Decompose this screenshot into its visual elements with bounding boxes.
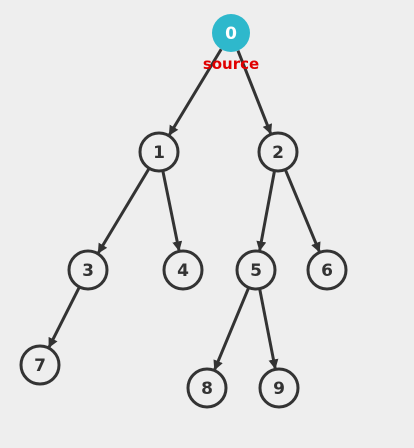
node-5-label: 5 [250, 261, 262, 281]
node-0-circle [212, 14, 250, 52]
node-6-label: 6 [321, 261, 333, 281]
node-7-circle [19, 344, 61, 386]
node-1-circle [138, 131, 180, 173]
node-2-label: 2 [272, 143, 284, 163]
node-7: 7 [19, 344, 61, 386]
node-9-circle [258, 367, 300, 409]
node-4-circle [162, 249, 204, 291]
edge-1-3 [97, 167, 151, 254]
edge-3-7 [47, 286, 81, 349]
source-label: source [203, 55, 259, 73]
node-4: 4 [162, 249, 204, 291]
node-3-label: 3 [82, 261, 94, 281]
node-5-circle [235, 249, 277, 291]
node-2-circle [257, 131, 299, 173]
node-3: 3 [67, 249, 109, 291]
node-5: 5 [235, 249, 277, 291]
node-3-circle [67, 249, 109, 291]
node-9-label: 9 [273, 379, 285, 399]
edge-2-5 [256, 170, 276, 252]
node-1-label: 1 [153, 143, 165, 163]
node-8-label: 8 [201, 379, 213, 399]
node-6-circle [306, 249, 348, 291]
edge-1-4 [161, 170, 183, 252]
node-9: 9 [258, 367, 300, 409]
node-0: 0 [212, 14, 250, 52]
node-2: 2 [257, 131, 299, 173]
node-0-label: 0 [225, 24, 237, 44]
edge-0-2 [236, 50, 273, 135]
node-1: 1 [138, 131, 180, 173]
edges-layer [47, 48, 321, 371]
nodes-layer: 0 1 2 3 4 5 6 7 8 9 [19, 14, 348, 409]
node-4-label: 4 [177, 261, 189, 281]
edge-5-9 [258, 288, 279, 370]
node-7-label: 7 [34, 356, 46, 376]
edge-5-8 [213, 286, 251, 371]
edge-0-1 [168, 48, 223, 136]
edge-2-6 [283, 168, 321, 253]
node-8-circle [186, 367, 228, 409]
node-8: 8 [186, 367, 228, 409]
node-6: 6 [306, 249, 348, 291]
